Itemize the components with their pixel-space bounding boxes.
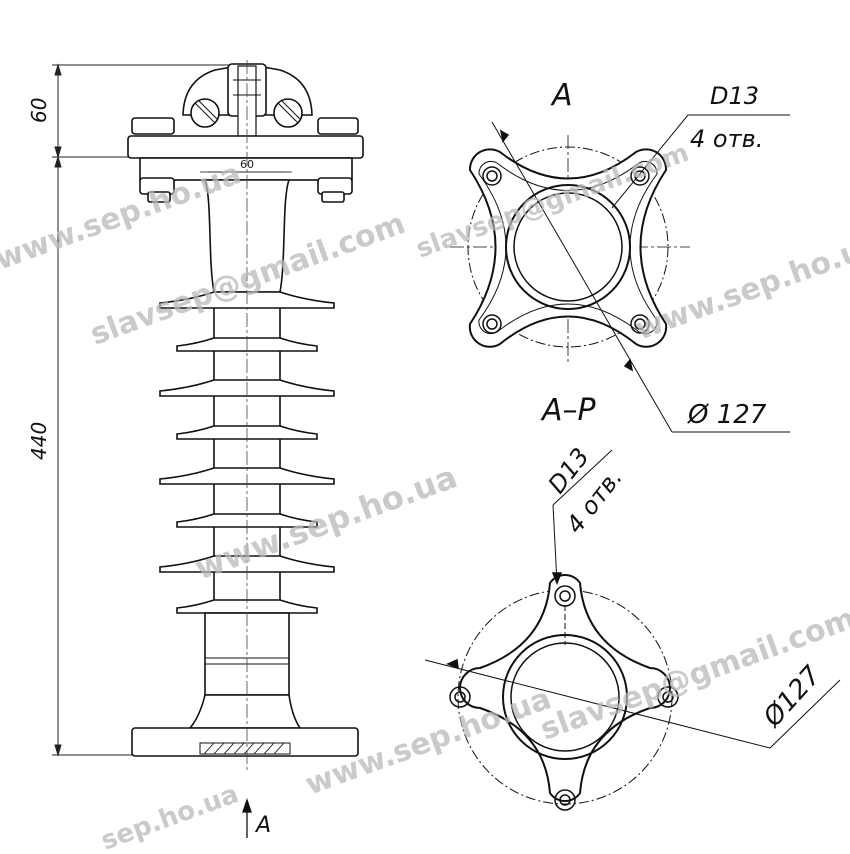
top-clamp (182, 63, 313, 137)
watermark: sep.ho.ua (97, 779, 242, 850)
view-a-title: A (550, 78, 573, 113)
shed-core (213, 308, 281, 600)
view-a-circle-diameter: Ø 127 (687, 400, 767, 430)
view-ap-title: A–P (540, 393, 597, 428)
watermarks: www.sep.ho.ua slavsep@gmail.com slavsep@… (0, 138, 850, 854)
left-dimensions (52, 63, 240, 757)
view-arrow-a (242, 797, 252, 838)
lower-fitting (131, 612, 359, 757)
insulator-side-view (127, 60, 364, 770)
view-ap-circle-diameter: Ø127 (757, 660, 827, 733)
view-a-hole-size: D13 (710, 82, 759, 110)
dim-top-height: 60 (27, 98, 51, 123)
view-a (450, 114, 790, 433)
view-a-hole-count: 4 отв. (690, 125, 763, 153)
arrow-label-a: A (254, 813, 271, 838)
dim-head-width: 60 (240, 158, 254, 171)
dim-body-height: 440 (27, 422, 51, 460)
view-ap (424, 449, 841, 811)
watermark: www.sep.ho.ua (631, 226, 850, 347)
